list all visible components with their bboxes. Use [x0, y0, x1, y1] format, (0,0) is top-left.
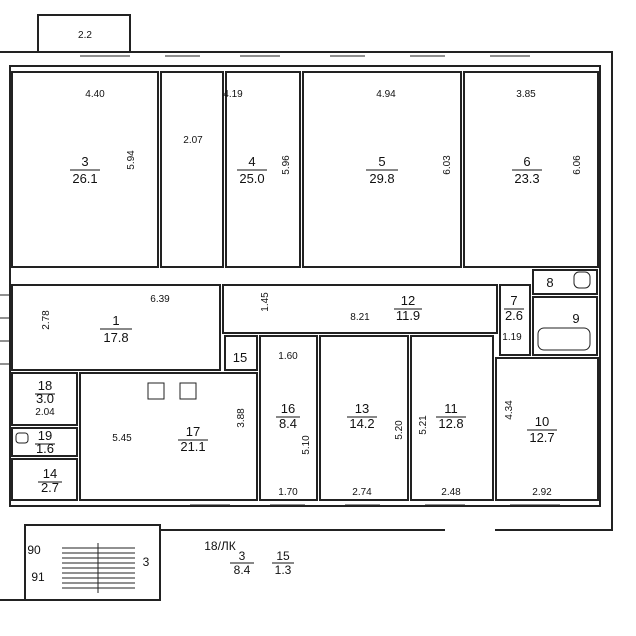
mark-91: 91 — [31, 570, 45, 584]
room-1-area: 17.8 — [103, 330, 128, 345]
room-18-number: 18 — [38, 378, 52, 393]
dim-r7-h: 1.19 — [502, 332, 522, 343]
dim-r5-w: 4.94 — [376, 89, 396, 100]
dim-r1-h: 2.78 — [41, 310, 52, 330]
room-15-number: 15 — [233, 350, 247, 365]
dim-corr-h: 1.45 — [260, 292, 271, 312]
room-5-walls — [302, 71, 462, 268]
room-6-area: 23.3 — [514, 171, 539, 186]
room-4-walls — [225, 71, 301, 268]
dim-r5-h: 6.03 — [442, 155, 453, 175]
dim-gap-w: 2.07 — [183, 135, 203, 146]
room-1-number: 1 — [112, 313, 119, 328]
room-16-area: 8.4 — [279, 416, 297, 431]
room-10-number: 10 — [535, 414, 549, 429]
room-17-number: 17 — [186, 424, 200, 439]
dim-r10-h: 4.34 — [504, 400, 515, 420]
room-14-number: 14 — [43, 466, 57, 481]
room-5-area: 29.8 — [369, 171, 394, 186]
dim-r16-w: 1.60 — [278, 351, 298, 362]
room-8-number: 8 — [546, 275, 553, 290]
dim-r13-h: 5.20 — [394, 420, 405, 440]
dim-r13-bottom: 2.74 — [352, 487, 372, 498]
room-14-walls — [11, 458, 78, 501]
room-18-walls — [11, 372, 78, 426]
room-17-walls — [79, 372, 258, 501]
dim-r6-w: 3.85 — [516, 89, 536, 100]
room-15-walls — [224, 335, 258, 371]
room-19-area: 1.6 — [36, 441, 54, 456]
room-7-area: 2.6 — [505, 308, 523, 323]
stair-annex-walls — [24, 524, 161, 601]
room-19-number: 19 — [38, 428, 52, 443]
room-18-area: 3.0 — [36, 391, 54, 406]
room-8-walls — [532, 269, 598, 295]
dim-r1-w: 6.39 — [150, 294, 170, 305]
room-11-number: 11 — [444, 401, 458, 416]
dim-r16-bottom: 1.70 — [278, 487, 298, 498]
dim-r3-w: 4.40 — [85, 89, 105, 100]
room-13-area: 14.2 — [349, 416, 374, 431]
room-12-number: 12 — [401, 293, 415, 308]
dim-r17-w: 5.45 — [112, 433, 132, 444]
dim-r6-h: 6.06 — [572, 155, 583, 175]
building-inner-outline — [9, 65, 601, 507]
dim-r18-w: 2.04 — [35, 407, 55, 418]
stove-burner-right — [179, 382, 197, 400]
room-1-walls — [11, 284, 221, 371]
mark-90: 90 — [27, 543, 41, 557]
annex-label: 18/ЛК — [204, 539, 236, 553]
dim-r17-h: 3.88 — [236, 408, 247, 428]
room-11-walls — [410, 335, 494, 501]
stair-treads — [62, 543, 135, 593]
room-10-area: 12.7 — [529, 430, 554, 445]
room-12-area: 11.9 — [396, 308, 420, 323]
corridor-12-walls — [222, 284, 498, 334]
room-7-walls — [499, 284, 531, 356]
annex-room3-area: 8.4 — [234, 563, 251, 577]
toilet — [573, 271, 591, 289]
room-16-walls — [259, 335, 318, 501]
room-4-area: 25.0 — [239, 171, 264, 186]
room-gap-walls — [160, 71, 224, 268]
dim-r10-bottom: 2.92 — [532, 487, 552, 498]
stove-burner-left — [147, 382, 165, 400]
room-17-area: 21.1 — [180, 439, 205, 454]
outer-wall — [0, 51, 613, 601]
room-3-walls — [11, 71, 159, 268]
room-6-number: 6 — [523, 154, 530, 169]
dim-r12-w: 8.21 — [350, 312, 370, 323]
stair-number: 3 — [143, 555, 150, 569]
toilet-19 — [15, 432, 29, 444]
dim-r4-w: 4.19 — [223, 89, 243, 100]
dim-r11-h: 5.21 — [418, 415, 429, 435]
fraction-bars — [35, 169, 557, 483]
room-9-number: 9 — [572, 311, 579, 326]
room-4-number: 4 — [248, 154, 255, 169]
room-9-walls — [532, 296, 598, 356]
room-13-number: 13 — [355, 401, 369, 416]
room-3-number: 3 — [81, 154, 88, 169]
window-marks — [0, 51, 560, 506]
dim-porch: 2.2 — [78, 30, 92, 41]
dim-r11-bottom: 2.48 — [441, 487, 461, 498]
room-13-walls — [319, 335, 409, 501]
room-11-area: 12.8 — [438, 416, 463, 431]
annex-room15-area: 1.3 — [275, 563, 292, 577]
room-7-number: 7 — [510, 293, 517, 308]
room-16-number: 16 — [281, 401, 295, 416]
annex-room3-number: 3 — [239, 549, 246, 563]
room-6-walls — [463, 71, 599, 268]
room-10-walls — [495, 357, 599, 501]
dim-r3-h: 5.94 — [126, 150, 137, 170]
room-5-number: 5 — [378, 154, 385, 169]
bathtub — [537, 327, 591, 351]
room-3-area: 26.1 — [72, 171, 97, 186]
dim-r4-h: 5.96 — [281, 155, 292, 175]
room-14-area: 2.7 — [41, 480, 59, 495]
dim-r16-h: 5.10 — [301, 435, 312, 455]
room-19-walls — [11, 427, 78, 457]
annex-room15-number: 15 — [276, 549, 290, 563]
